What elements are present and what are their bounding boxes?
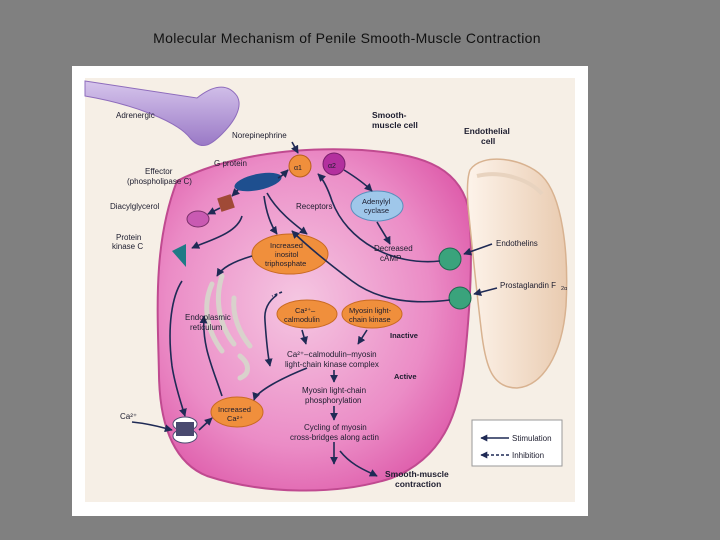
inhibition-arrow [271, 291, 283, 297]
label-phosphorylation-1: Myosin light-chain [302, 386, 366, 395]
label-norepinephrine: Norepinephrine [232, 131, 287, 140]
endoplasmic-reticulum-shape [204, 273, 253, 381]
label-mlck-2: chain kinase [349, 315, 391, 324]
legend-inhibition-label: Inhibition [512, 451, 544, 460]
increased-ip3-bubble [251, 233, 329, 275]
diacylglycerol-shape [186, 210, 210, 228]
label-alpha1: α1 [294, 165, 302, 172]
label-smooth-muscle-cell-2: muscle cell [372, 120, 418, 130]
effector-shape [217, 194, 235, 212]
endothelial-highlight [476, 172, 544, 196]
slide-title: Molecular Mechanism of Penile Smooth-Mus… [153, 30, 541, 46]
label-protein-kinase-c-2: kinase C [112, 242, 143, 251]
label-ca-calmodulin-1: Ca²⁺– [295, 306, 316, 315]
alpha1-receptor [288, 154, 312, 178]
label-active: Active [394, 372, 417, 381]
endothelial-cell-body [466, 158, 568, 389]
label-adenylyl-cyclase-2: cyclase [364, 206, 389, 215]
label-increased-ca-1: Increased [218, 405, 251, 414]
label-diacylglycerol: Diacylglycerol [110, 202, 160, 211]
label-complex-1: Ca²⁺–calmodulin–myosin [287, 350, 377, 359]
legend: Stimulation Inhibition [471, 419, 563, 467]
label-effector-1: Effector [145, 167, 173, 176]
label-phosphorylation-2: phosphorylation [305, 396, 361, 405]
label-increased-ca-2: Ca²⁺ [227, 414, 243, 423]
label-alpha2: α2 [328, 163, 336, 170]
prostaglandin-receptor [448, 286, 472, 310]
label-smooth-muscle-cell-1: Smooth- [372, 110, 407, 120]
label-endoplasmic-reticulum-1: Endoplasmic [185, 313, 231, 322]
label-contraction-1: Smooth-muscle [385, 469, 449, 479]
adrenergic-nerve-terminal [84, 80, 240, 147]
label-decreased-camp-2: cAMP [380, 254, 401, 263]
protein-kinase-c-shape [172, 244, 186, 267]
label-prostaglandin: Prostaglandin F [500, 281, 556, 290]
endothelin-receptor [438, 247, 462, 271]
label-ca2-outside: Ca²⁺ [120, 412, 137, 421]
label-adrenergic: Adrenergic [116, 111, 155, 120]
label-complex-2: light-chain kinase complex [285, 360, 379, 369]
label-increased-ip3-3: triphosphate [265, 259, 306, 268]
label-adenylyl-cyclase-1: Adenylyl [362, 197, 391, 206]
label-mlck-1: Myosin light- [349, 306, 392, 315]
label-endothelins: Endothelins [496, 239, 538, 248]
increased-ca-bubble [210, 396, 264, 428]
stimulation-arrows [131, 141, 498, 477]
alpha2-receptor [322, 152, 346, 176]
label-receptors: Receptors [296, 202, 332, 211]
label-cycling-2: cross-bridges along actin [290, 433, 379, 442]
label-endothelial-cell-1: Endothelial [464, 126, 510, 136]
legend-stimulation-label: Stimulation [512, 434, 552, 443]
calcium-channel [172, 416, 198, 444]
label-endothelial-cell-2: cell [481, 136, 495, 146]
label-cycling-1: Cycling of myosin [304, 423, 367, 432]
g-protein-shape [234, 172, 282, 192]
figure-frame: Adrenergic Norepinephrine Smooth- muscle… [72, 66, 588, 516]
label-endoplasmic-reticulum-2: reticulum [190, 323, 223, 332]
label-effector-2: (phospholipase C) [127, 177, 192, 186]
label-protein-kinase-c-1: Protein [116, 233, 141, 242]
mlck-bubble [341, 299, 403, 329]
label-prostaglandin-sub: 2α [561, 286, 568, 292]
label-increased-ip3-2: inositol [275, 250, 299, 259]
mechanism-diagram: Adrenergic Norepinephrine Smooth- muscle… [84, 78, 575, 502]
label-g-protein: G protein [214, 159, 247, 168]
label-inactive: Inactive [390, 331, 418, 340]
label-contraction-2: contraction [395, 479, 441, 489]
ca-calmodulin-bubble [276, 299, 338, 329]
label-decreased-camp-1: Decreased [374, 244, 413, 253]
adenylyl-cyclase-bubble [350, 190, 404, 222]
label-increased-ip3-1: Increased [270, 241, 303, 250]
label-ca-calmodulin-2: calmodulin [284, 315, 320, 324]
